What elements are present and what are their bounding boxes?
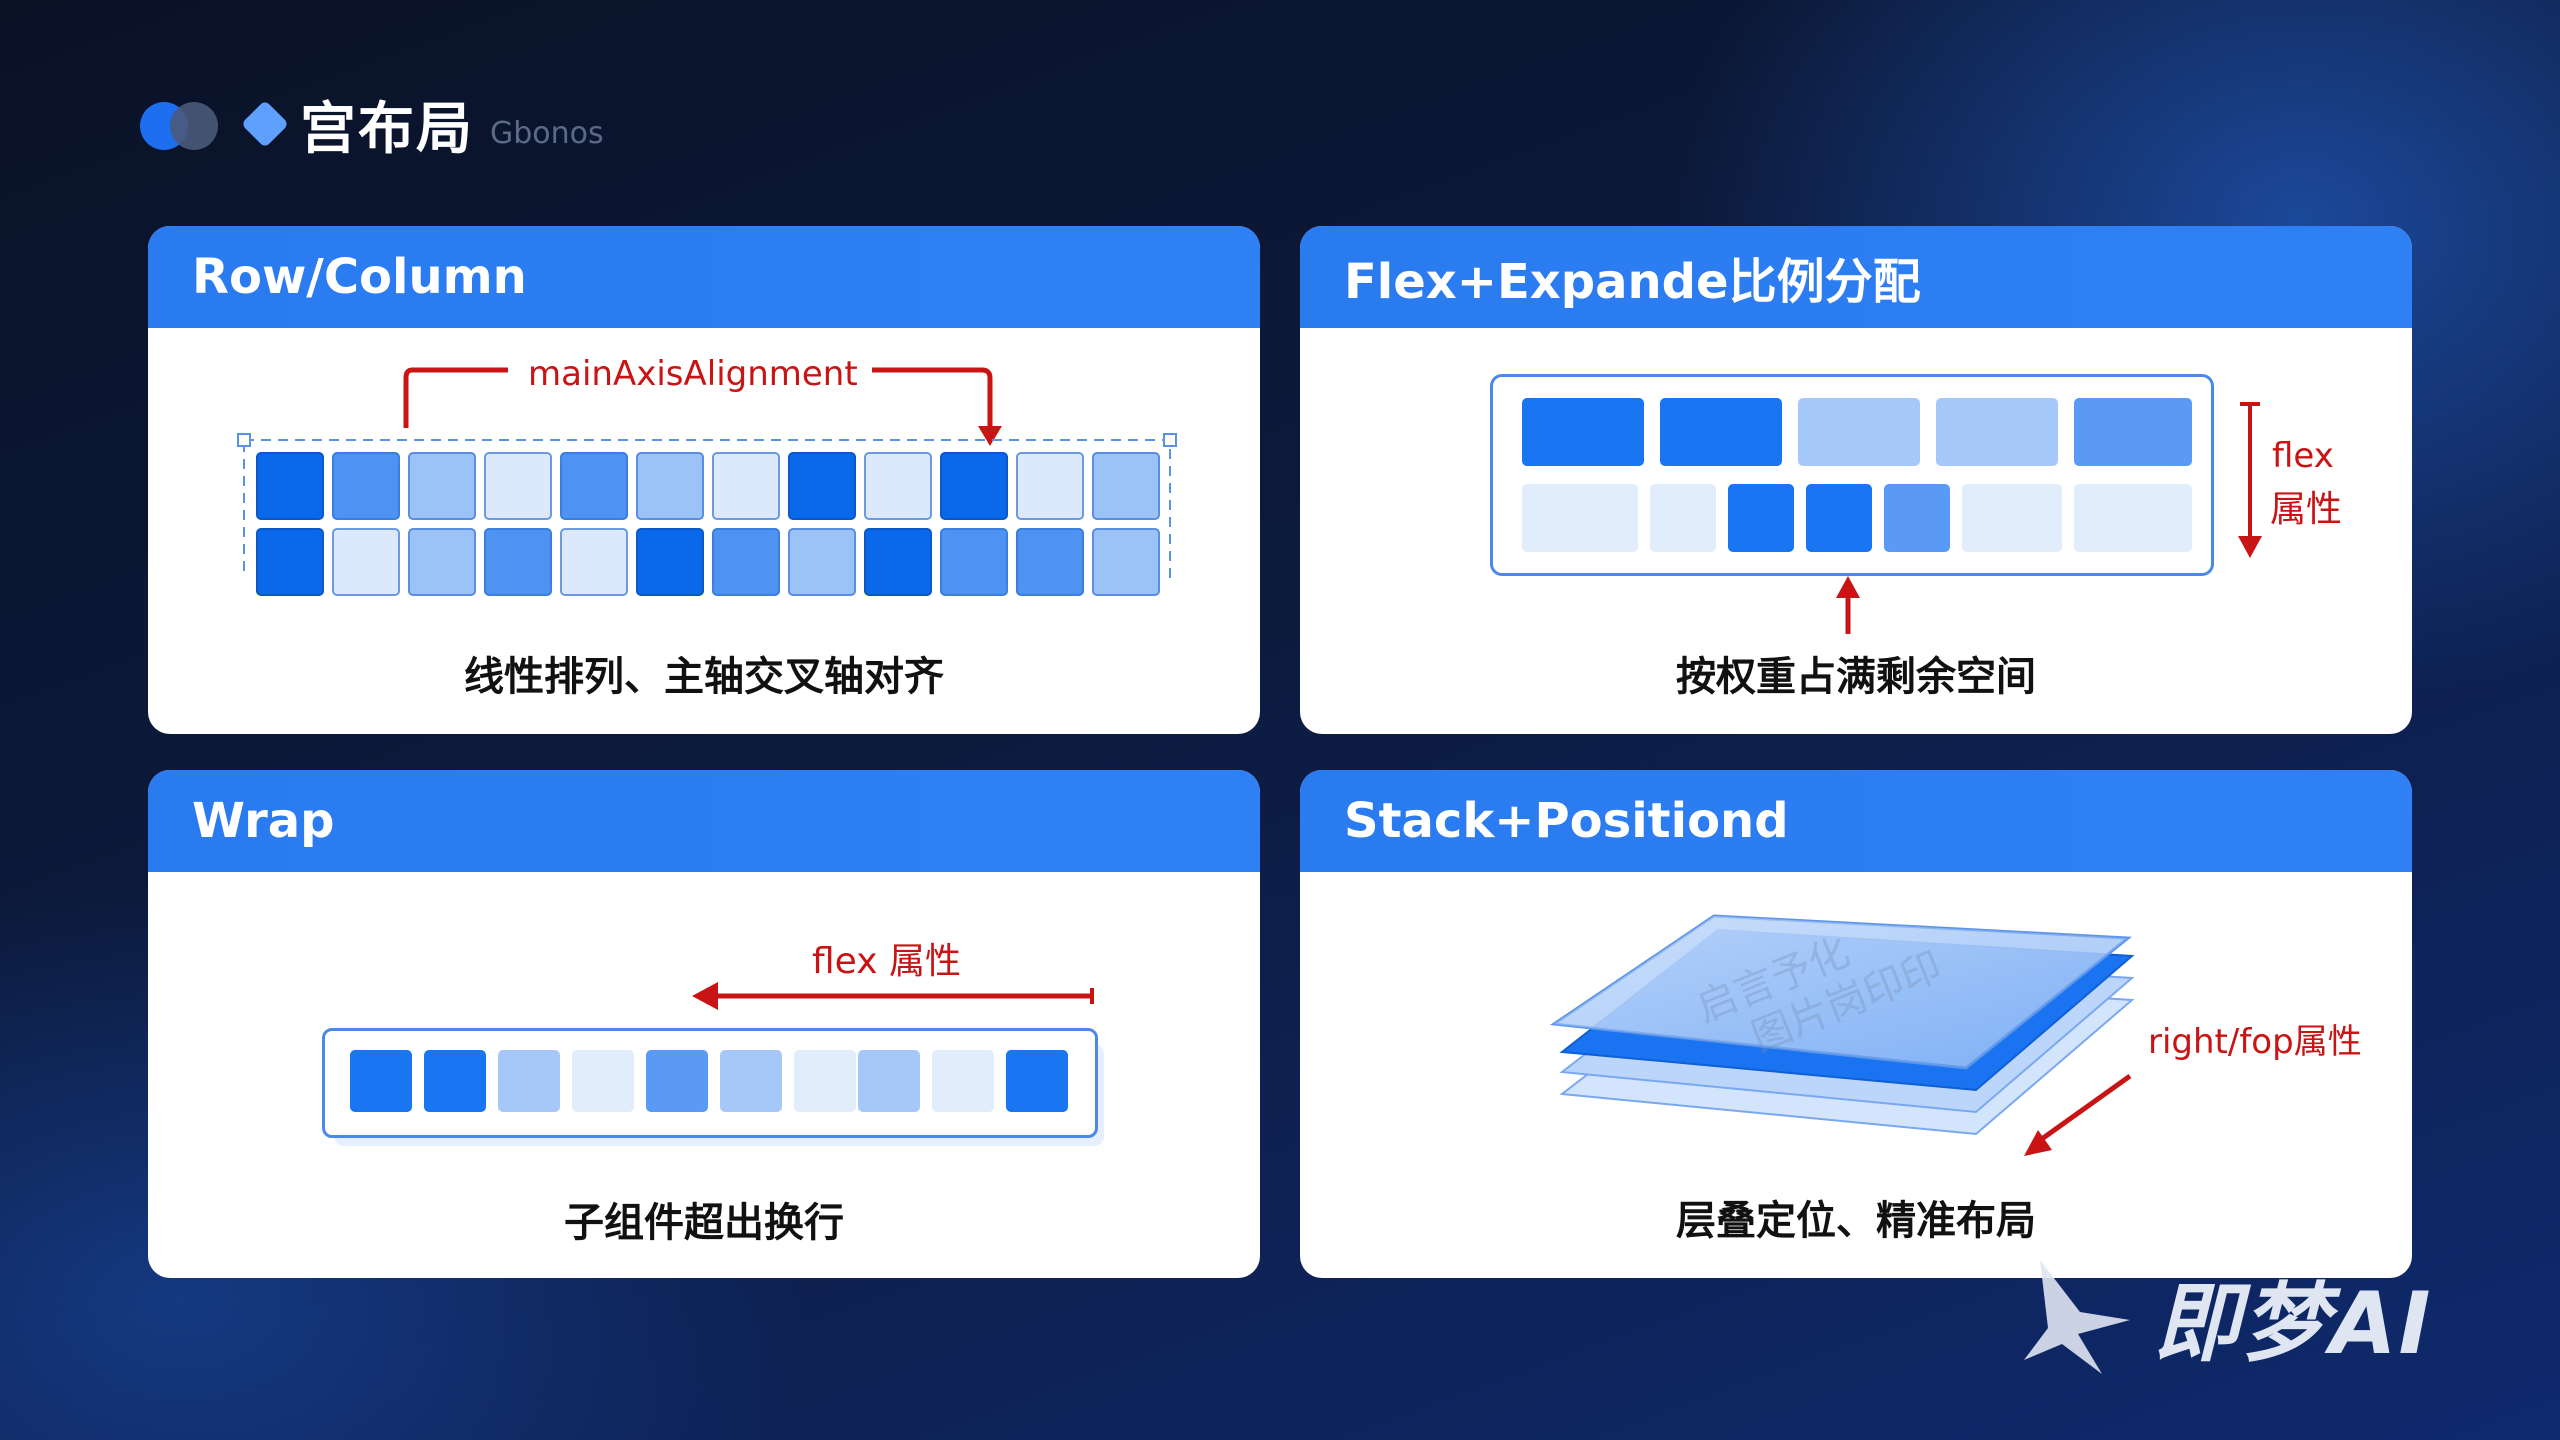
grid-cell: [484, 528, 552, 596]
wrap-cell: [720, 1050, 782, 1112]
wrap-cell: [932, 1050, 994, 1112]
card-caption: 线性排列、主轴交叉轴对齐: [464, 654, 944, 700]
flex-cell: [1936, 398, 2058, 466]
grid-cell: [864, 452, 932, 520]
grid-cell: [1016, 452, 1084, 520]
card-title: Wrap: [148, 770, 1260, 872]
flex-cell: [1650, 484, 1716, 552]
flex-cell: [1798, 398, 1920, 466]
card-stack-positioned: Stack+Positiond 启言予化 图片岗印印 right/fop属性 层…: [1300, 770, 2412, 1278]
page-subtitle: Gbonos: [490, 115, 604, 151]
row-column-diagram: [237, 367, 1177, 578]
grid-cell: [408, 452, 476, 520]
card-flex-expanded: Flex+Expande比例分配 flex 属性 按权重占满剩余空间: [1300, 226, 2412, 734]
watermark: 即梦AI: [2010, 1250, 2433, 1380]
jimeng-logo-icon: [2024, 1260, 2130, 1374]
grid-cell: [560, 528, 628, 596]
annotation-flex-property: flex 属性: [812, 941, 961, 982]
flex-cell: [2074, 398, 2192, 466]
annotation-property: 属性: [2270, 489, 2343, 530]
flex-cell: [1728, 484, 1794, 552]
stack-layers-diagram: [1549, 914, 2135, 1156]
diamond-icon: [240, 99, 290, 149]
wrap-cell: [1006, 1050, 1068, 1112]
flex-cell: [1806, 484, 1872, 552]
grid-cell: [560, 452, 628, 520]
card-title: Flex+Expande比例分配: [1300, 226, 2412, 328]
flex-cell: [1522, 398, 1644, 466]
grid-cell: [636, 528, 704, 596]
wrap-cell: [572, 1050, 634, 1112]
grid-cell: [256, 452, 324, 520]
card-title: Row/Column: [148, 226, 1260, 328]
flex-cell: [2074, 484, 2192, 552]
card-row-column: Row/Column mainAxisAlignment 线性排列、主轴交叉轴对…: [148, 226, 1260, 734]
grid-cell: [1092, 528, 1160, 596]
logo-dots-icon: [140, 96, 226, 152]
flex-cell: [1962, 484, 2062, 552]
grid-cell: [788, 452, 856, 520]
wrap-cell: [858, 1050, 920, 1112]
grid-cell: [1092, 452, 1160, 520]
wrap-cell: [646, 1050, 708, 1112]
annotation-main-axis: mainAxisAlignment: [528, 354, 858, 394]
page-header: 宫布局 Gbonos: [140, 88, 604, 162]
wrap-arrow: [692, 982, 1094, 1010]
grid-cell: [636, 452, 704, 520]
flex-cell: [1884, 484, 1950, 552]
grid-cell: [332, 452, 400, 520]
flex-cell: [1660, 398, 1782, 466]
grid-cell: [712, 452, 780, 520]
grid-cell: [408, 528, 476, 596]
wrap-cell: [424, 1050, 486, 1112]
grid-cell: [1016, 528, 1084, 596]
card-caption: 按权重占满剩余空间: [1676, 654, 2036, 700]
annotation-flex: flex: [2272, 436, 2334, 476]
card-caption: 层叠定位、精准布局: [1676, 1198, 2036, 1244]
grid-cell: [332, 528, 400, 596]
wrap-cell: [350, 1050, 412, 1112]
grid-cell: [940, 528, 1008, 596]
grid-cell: [484, 452, 552, 520]
grid-cell: [788, 528, 856, 596]
page-title: 宫布局: [300, 96, 474, 162]
watermark-brand: 即梦AI: [2154, 1273, 2433, 1374]
grid-cell: [256, 528, 324, 596]
wrap-cell: [498, 1050, 560, 1112]
grid-cell: [864, 528, 932, 596]
wrap-cell: [794, 1050, 856, 1112]
card-caption: 子组件超出换行: [564, 1200, 844, 1246]
annotation-right-top: right/fop属性: [2148, 1022, 2362, 1062]
grid-cell: [940, 452, 1008, 520]
flex-arrows: [1836, 402, 2262, 634]
card-wrap: Wrap flex 属性 子组件超出换行: [148, 770, 1260, 1278]
card-title: Stack+Positiond: [1300, 770, 2412, 872]
grid-cell: [712, 528, 780, 596]
flex-cell: [1522, 484, 1638, 552]
